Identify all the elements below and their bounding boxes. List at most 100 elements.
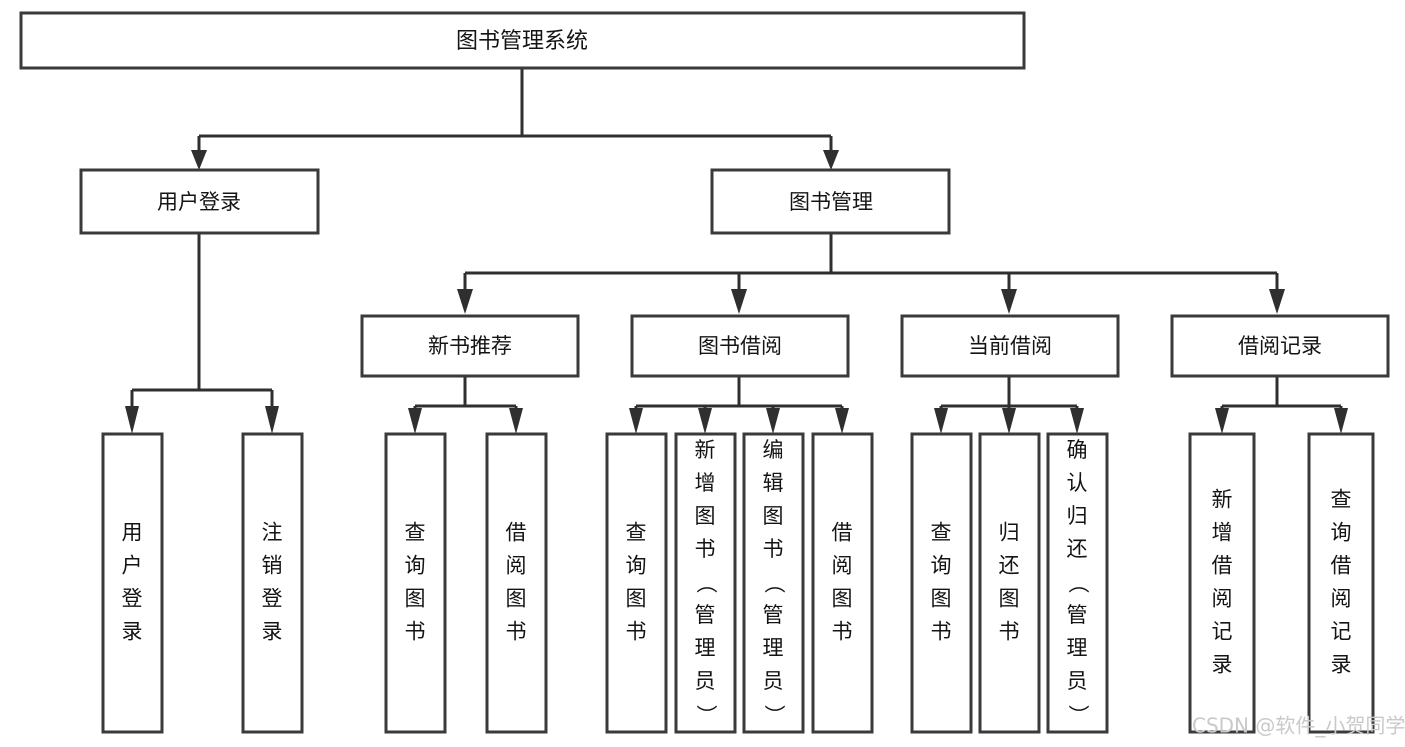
node-leaf-add-book-admin-box[interactable] bbox=[674, 432, 737, 734]
leaf-label-char: 图 bbox=[405, 587, 426, 611]
node-new-book-recommend-label: 新书推荐 bbox=[428, 334, 512, 358]
arrow-head-leaf-add-book-admin bbox=[698, 408, 712, 434]
arrow-head-leaf-add-borrow-record bbox=[1215, 408, 1229, 434]
node-new-book-recommend-box[interactable] bbox=[360, 314, 580, 378]
leaf-label-char: 理 bbox=[763, 636, 784, 660]
arrow-head-new-book-recommend bbox=[457, 289, 473, 314]
leaf-label-char: 书 bbox=[763, 537, 784, 561]
node-book-borrow[interactable]: 图书借阅 bbox=[630, 314, 850, 378]
leaf-label-char: 还 bbox=[999, 554, 1020, 578]
node-leaf-user-login[interactable]: 用户登录 bbox=[101, 432, 164, 734]
arrow-head-leaf-query-book-new bbox=[408, 408, 422, 434]
arrow-head-leaf-query-book-borrow bbox=[629, 408, 643, 434]
leaf-label-char: 登 bbox=[122, 587, 143, 611]
leaf-label-char: 编 bbox=[763, 438, 784, 462]
leaf-label-char: 登 bbox=[262, 587, 283, 611]
node-leaf-query-book-current-box[interactable] bbox=[910, 432, 973, 734]
node-leaf-query-borrow-record-box[interactable] bbox=[1307, 432, 1375, 734]
node-leaf-add-borrow-record-box[interactable] bbox=[1188, 432, 1256, 734]
node-leaf-user-login-box[interactable] bbox=[101, 432, 164, 734]
leaf-label-char: 书 bbox=[626, 620, 647, 644]
leaf-label-char: ） bbox=[1066, 705, 1090, 726]
leaf-label-char: 员 bbox=[763, 669, 784, 693]
leaf-label-char: 图 bbox=[626, 587, 647, 611]
leaf-label-char: 书 bbox=[832, 620, 853, 644]
leaf-label-char: 归 bbox=[1067, 504, 1088, 528]
leaf-label-char: （ bbox=[694, 573, 718, 594]
node-leaf-user-login-label: 用户登录 bbox=[122, 521, 143, 644]
arrow-head-leaf-confirm-return-admin bbox=[1070, 408, 1084, 434]
node-leaf-edit-book-admin-box[interactable] bbox=[742, 432, 805, 734]
arrow-head-leaf-user-login bbox=[125, 406, 139, 434]
node-book-borrow-box[interactable] bbox=[630, 314, 850, 378]
arrow-head-current-borrow bbox=[1001, 289, 1017, 314]
leaf-label-char: 销 bbox=[262, 554, 283, 578]
node-user-login-box[interactable] bbox=[79, 168, 320, 235]
node-borrow-record-label: 借阅记录 bbox=[1238, 334, 1322, 358]
node-borrow-record[interactable]: 借阅记录 bbox=[1170, 314, 1390, 378]
leaf-label-char: 管 bbox=[1067, 603, 1088, 627]
node-leaf-user-logout-box[interactable] bbox=[241, 432, 304, 734]
node-leaf-borrow-book-new-box[interactable] bbox=[485, 432, 548, 734]
node-current-borrow[interactable]: 当前借阅 bbox=[900, 314, 1120, 378]
node-book-management[interactable]: 图书管理 bbox=[710, 168, 951, 235]
node-root-box[interactable] bbox=[19, 11, 1026, 70]
node-book-management-label: 图书管理 bbox=[789, 190, 873, 214]
leaf-label-char: 阅 bbox=[832, 554, 853, 578]
leaf-label-char: 询 bbox=[405, 554, 426, 578]
leaf-label-char: 录 bbox=[1212, 653, 1233, 677]
leaf-label-char: 辑 bbox=[763, 471, 784, 495]
leaf-label-char: 图 bbox=[931, 587, 952, 611]
arrow-head-leaf-user-logout bbox=[265, 406, 279, 434]
leaf-label-char: 用 bbox=[122, 521, 143, 545]
node-leaf-query-book-borrow-box[interactable] bbox=[605, 432, 668, 734]
leaf-label-char: 书 bbox=[405, 620, 426, 644]
leaf-label-char: 新 bbox=[695, 438, 716, 462]
leaf-label-char: 书 bbox=[695, 537, 716, 561]
node-leaf-return-book-box[interactable] bbox=[978, 432, 1041, 734]
node-leaf-query-book-new-box[interactable] bbox=[384, 432, 447, 734]
node-new-book-recommend[interactable]: 新书推荐 bbox=[360, 314, 580, 378]
arrow-head-borrow-record bbox=[1269, 289, 1285, 314]
leaf-label-char: 员 bbox=[695, 669, 716, 693]
node-leaf-confirm-return-admin-box[interactable] bbox=[1046, 432, 1109, 734]
node-user-login[interactable]: 用户登录 bbox=[79, 168, 320, 235]
node-book-management-box[interactable] bbox=[710, 168, 951, 235]
arrow-head-leaf-query-book-current bbox=[934, 408, 948, 434]
leaf-label-char: 图 bbox=[832, 587, 853, 611]
node-root-label: 图书管理系统 bbox=[456, 29, 588, 54]
arrow-head-leaf-edit-book-admin bbox=[766, 408, 780, 434]
arrow-head-leaf-query-borrow-record bbox=[1334, 408, 1348, 434]
node-borrow-record-box[interactable] bbox=[1170, 314, 1390, 378]
leaf-label-char: 询 bbox=[626, 554, 647, 578]
node-root[interactable]: 图书管理系统 bbox=[19, 11, 1026, 70]
leaf-label-char: 户 bbox=[122, 554, 143, 578]
leaf-label-char: 确 bbox=[1067, 438, 1088, 462]
arrow-head-book-borrow bbox=[731, 289, 747, 314]
node-current-borrow-box[interactable] bbox=[900, 314, 1120, 378]
node-leaf-borrow-book-box[interactable] bbox=[811, 432, 874, 734]
leaf-label-char: 新 bbox=[1212, 488, 1233, 512]
leaf-label-char: 借 bbox=[506, 521, 527, 545]
leaf-label-char: 阅 bbox=[1331, 587, 1352, 611]
